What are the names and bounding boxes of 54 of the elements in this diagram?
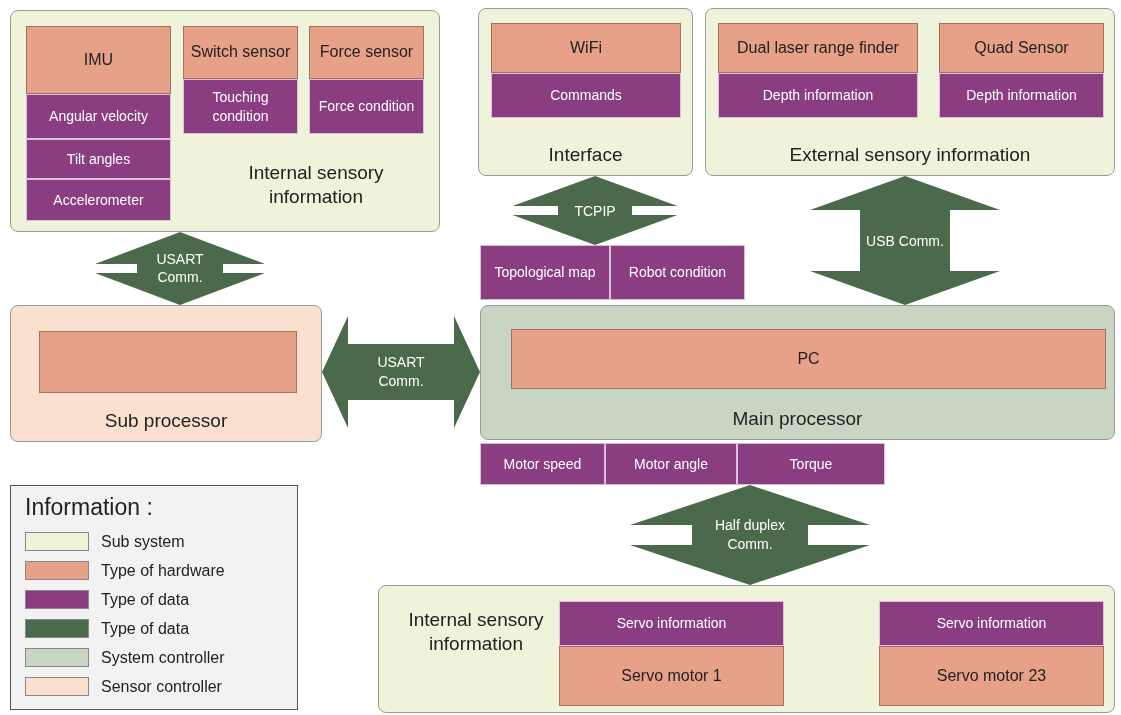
data-box: Commands [491,73,681,118]
hardware-box: Dual laser range finder [718,23,918,73]
double-arrow [95,232,265,305]
subsystem-panel [10,10,440,232]
data-box: Angular velocity [26,94,171,139]
data-box: Torque [737,443,885,485]
hardware-box: Quad Sensor [939,23,1104,73]
legend-text: Sensor controller [101,677,222,696]
data-box: Depth information [939,73,1104,118]
data-box: Robot condition [610,245,745,300]
legend-text: Type of hardware [101,561,225,580]
hardware-box: Servo motor 23 [879,646,1104,706]
double-arrow [630,485,870,585]
legend-text: Type of data [101,619,190,638]
data-box: Motor angle [605,443,737,485]
hardware-box [39,331,297,393]
subsystem-panel [478,8,693,176]
data-box: Topological map [480,245,610,300]
hardware-box: Switch sensor [183,26,298,79]
data-box: Force condition [309,79,424,134]
group-title: Internal sensory information [407,608,545,656]
group-title: Interface [547,143,624,167]
data-box: Servo information [879,601,1104,646]
subsystem-panel [378,585,1115,713]
edge-label: Half duplex Comm. [713,516,786,554]
data-box: Depth information [718,73,918,118]
subsystem-panel [705,8,1115,176]
edge-label: TCPIP [573,201,617,220]
group-title: Sub processor [103,409,229,433]
group-title: Internal sensory information [247,161,385,209]
legend-text: Type of data [101,590,190,609]
double-arrow [322,316,480,428]
legend-title: Information : [25,494,154,521]
hardware-box: Servo motor 1 [559,646,784,706]
hardware-box: PC [511,329,1106,389]
controller-panel [10,305,322,442]
hardware-box: WiFi [491,23,681,73]
group-title: Main processor [731,407,864,431]
data-box: Motor speed [480,443,605,485]
edge-label: USB Comm. [865,231,945,250]
data-box: Accelerometer [26,179,171,221]
data-box: Servo information [559,601,784,646]
data-box: Touching condition [183,79,298,134]
double-arrow [512,176,678,245]
hardware-box: Force sensor [309,26,424,79]
data-box: Tilt angles [26,139,171,179]
group-title: External sensory information [788,143,1032,167]
edge-label: USART Comm. [376,353,426,391]
hardware-box: IMU [26,26,171,94]
edge-label: USART Comm. [155,249,205,288]
legend-text: Sub system [101,532,185,551]
double-arrow [810,176,1000,305]
legend-text: System controller [101,648,225,667]
controller-panel [480,305,1115,440]
